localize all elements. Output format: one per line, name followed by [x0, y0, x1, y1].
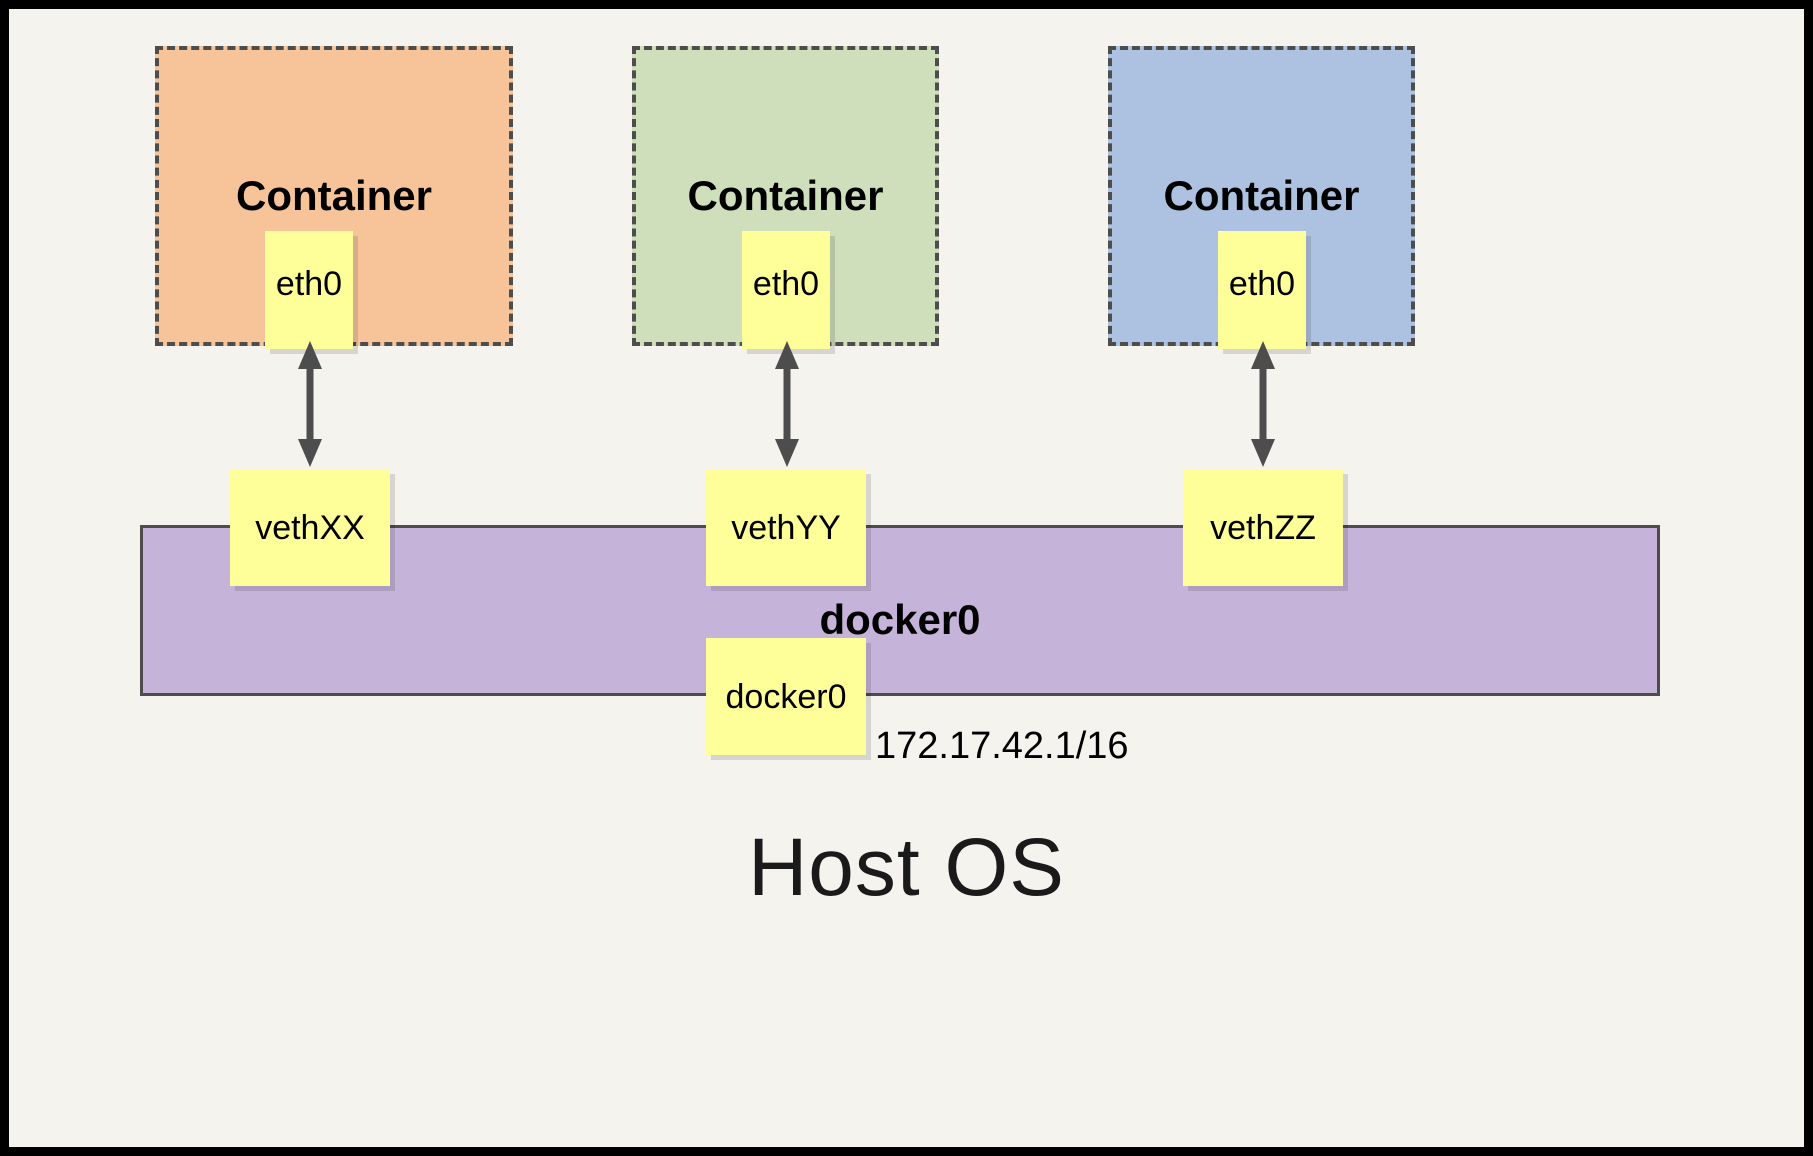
veth-link-arrow-3 — [1251, 341, 1275, 467]
eth0-note-3[interactable]: eth0 — [1218, 231, 1306, 349]
host-os-label: Host OS — [748, 822, 1065, 913]
veth-note-2[interactable]: vethYY — [706, 469, 866, 586]
veth-note-3[interactable]: vethZZ — [1183, 469, 1343, 586]
diagram-stage: Container eth0 Container eth0 Container … — [9, 9, 1804, 1147]
docker0-bridge-bar[interactable]: docker0 — [140, 525, 1660, 696]
veth-link-arrow-1 — [298, 341, 322, 467]
docker0-note[interactable]: docker0 — [706, 638, 866, 755]
veth-note-1[interactable]: vethXX — [230, 469, 390, 586]
docker0-ip-label: 172.17.42.1/16 — [875, 725, 1129, 767]
veth-link-arrow-2 — [775, 341, 799, 467]
container-title-2: Container — [687, 172, 884, 219]
container-title-3: Container — [1163, 172, 1360, 219]
eth0-note-1[interactable]: eth0 — [265, 231, 353, 349]
eth0-note-2[interactable]: eth0 — [742, 231, 830, 349]
docker0-bridge-label: docker0 — [819, 596, 981, 643]
container-title-1: Container — [235, 172, 432, 219]
